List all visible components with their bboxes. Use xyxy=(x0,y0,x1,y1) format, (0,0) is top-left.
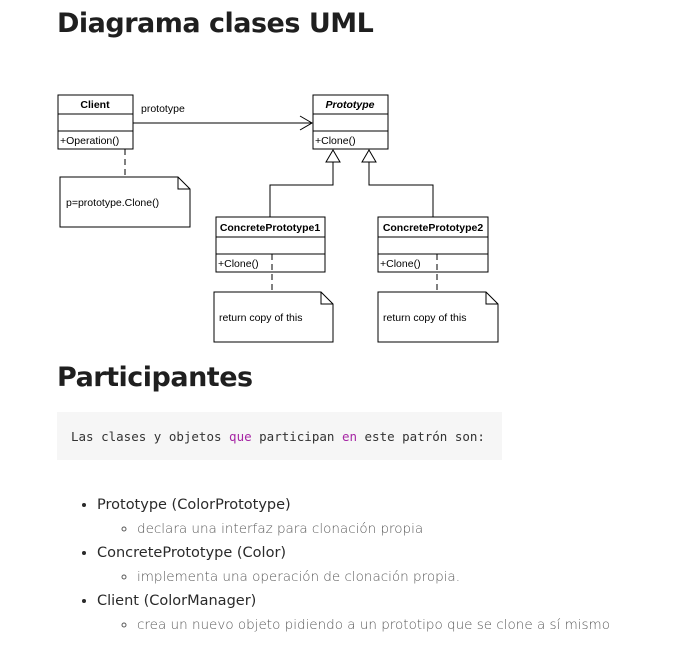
code-text: participan xyxy=(251,429,342,444)
prototype-class xyxy=(312,94,389,150)
client-method: +Operation() xyxy=(60,135,119,147)
concrete2-class-name: ConcretePrototype2 xyxy=(383,222,484,234)
uml-class-diagram: Client +Operation() prototype Prototype … xyxy=(57,94,499,343)
prototype-class-name: Prototype xyxy=(325,99,374,111)
code-keyword: que xyxy=(229,429,252,444)
association-arrow xyxy=(133,115,313,131)
concrete2-note-text: return copy of this xyxy=(383,312,466,324)
client-class xyxy=(57,94,134,150)
concrete1-method: +Clone() xyxy=(218,258,259,270)
concrete1-class-name: ConcretePrototype1 xyxy=(220,222,321,234)
participant-description: crea un nuevo objeto pidiendo a un proto… xyxy=(137,613,610,637)
association-label: prototype xyxy=(141,103,185,115)
concrete1-note-text: return copy of this xyxy=(219,312,302,324)
code-keyword: en xyxy=(341,429,357,444)
participants-title: Participantes xyxy=(57,362,253,393)
code-text: este patrón son: xyxy=(357,429,485,444)
code-block: Las clases y objetos que participan en e… xyxy=(57,412,502,460)
diagram-title: Diagrama clases UML xyxy=(57,8,374,39)
client-class-name: Client xyxy=(80,99,110,111)
inheritance-line-2 xyxy=(361,149,434,217)
client-note-text: p=prototype.Clone() xyxy=(66,197,159,209)
concrete2-method: +Clone() xyxy=(380,258,421,270)
list-item: Client (ColorManager) crea un nuevo obje… xyxy=(97,589,610,637)
participant-label: Prototype (ColorPrototype) xyxy=(97,497,291,513)
participant-description: declara una interfaz para clonación prop… xyxy=(137,517,610,541)
concrete-prototype1-class xyxy=(215,216,326,273)
list-item: ConcretePrototype (Color) implementa una… xyxy=(97,541,610,589)
participants-list: Prototype (ColorPrototype) declara una i… xyxy=(57,493,610,637)
participant-description: implementa una operación de clonación pr… xyxy=(137,565,610,589)
list-item: Prototype (ColorPrototype) declara una i… xyxy=(97,493,610,541)
concrete1-note xyxy=(213,291,334,343)
inheritance-line-1 xyxy=(269,149,341,217)
prototype-method: +Clone() xyxy=(315,135,356,147)
client-note xyxy=(59,176,191,228)
participant-label: ConcretePrototype (Color) xyxy=(97,545,287,561)
concrete2-note xyxy=(377,291,499,343)
concrete-prototype2-class xyxy=(377,216,489,273)
code-text: Las clases y objetos xyxy=(71,429,230,444)
participant-label: Client (ColorManager) xyxy=(97,593,257,609)
